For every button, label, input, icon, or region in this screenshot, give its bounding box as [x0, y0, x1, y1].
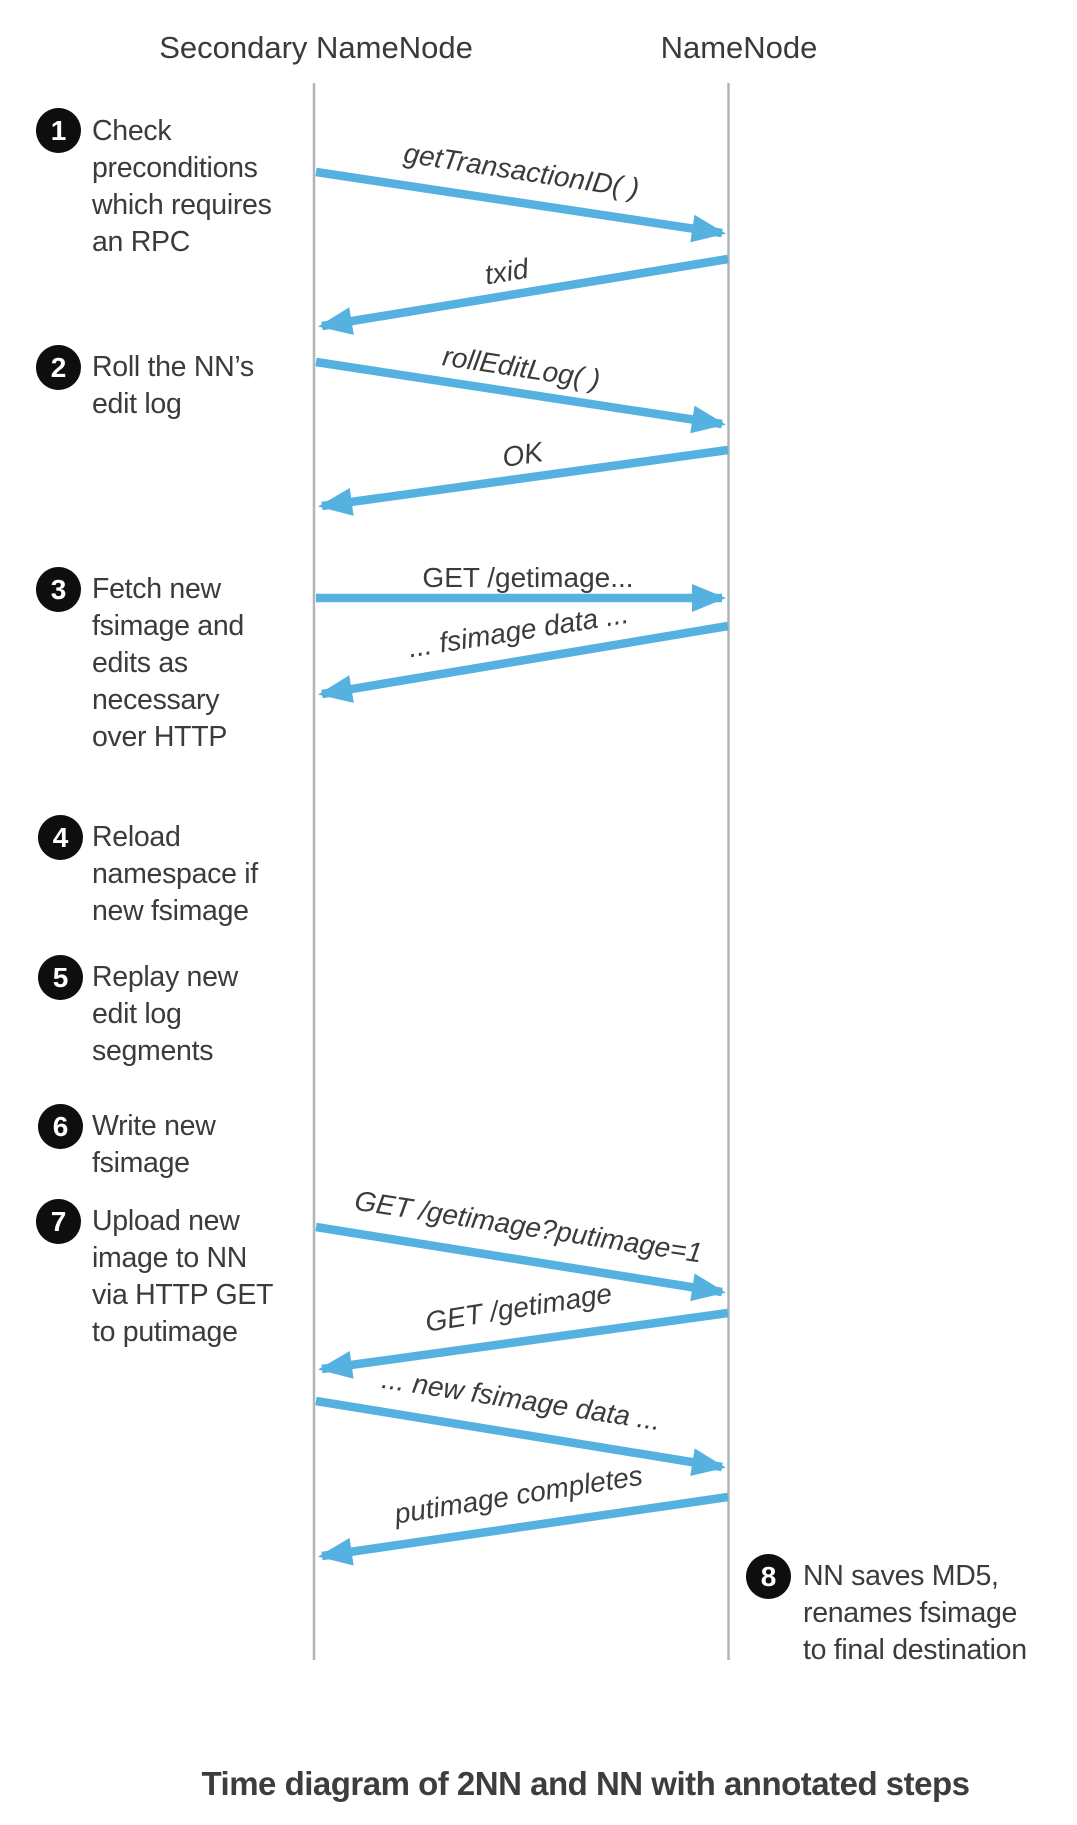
step-text-2: Roll the NN’s edit log: [92, 349, 254, 423]
step-line: Reload: [92, 821, 181, 853]
step-line: an RPC: [92, 226, 190, 258]
message-label-putimage-completes: putimage completes: [391, 1460, 644, 1530]
actor-label-namenode: NameNode: [661, 30, 818, 65]
message-arrow-txid: [318, 254, 729, 335]
message-label-new-fsimage-data: ... new fsimage data ...: [380, 1363, 663, 1436]
message-arrow-fsimage-data: [318, 621, 729, 703]
step-line: necessary: [92, 684, 220, 716]
message-arrow-ok: [318, 445, 729, 516]
step-line: Roll the NN’s: [92, 351, 254, 383]
step-line: edits as: [92, 647, 188, 679]
step-text-4: Reload namespace if new fsimage: [92, 819, 258, 930]
step-text-7: Upload new image to NN via HTTP GET to p…: [92, 1203, 273, 1351]
step-text-3: Fetch new fsimage and edits as necessary…: [92, 571, 244, 756]
message-arrow-new-fsimage-data: [315, 1396, 726, 1477]
step-line: Fetch new: [92, 573, 221, 605]
step-line: segments: [92, 1035, 214, 1067]
step-line: Check: [92, 115, 172, 147]
step-line: Write new: [92, 1110, 216, 1142]
step-line: fsimage: [92, 1147, 190, 1179]
step-line: to putimage: [92, 1316, 238, 1348]
step-line: edit log: [92, 998, 182, 1030]
step-line: over HTTP: [92, 721, 228, 753]
step-text-1: Check preconditions which requires an RP…: [92, 113, 272, 261]
message-arrow-get-getimage-2: [318, 1308, 729, 1379]
step-line: Replay new: [92, 961, 238, 993]
step-badge-7: 7: [36, 1199, 81, 1244]
message-label-get-getimage: GET /getimage...: [422, 562, 633, 593]
step-line: via HTTP GET: [92, 1279, 274, 1311]
message-label-txid: txid: [483, 253, 532, 291]
step-line: new fsimage: [92, 895, 249, 927]
step-badge-5: 5: [38, 955, 83, 1000]
step-line: to final destination: [803, 1634, 1027, 1666]
step-text-8: NN saves MD5, renames fsimage to final d…: [803, 1558, 1027, 1669]
step-line: preconditions: [92, 152, 258, 184]
message-arrow-get-putimage: [315, 1222, 726, 1302]
step-badge-8: 8: [746, 1554, 791, 1599]
actor-label-secondary-namenode: Secondary NameNode: [159, 30, 473, 65]
step-line: namespace if: [92, 858, 258, 890]
step-text-6: Write new fsimage: [92, 1108, 216, 1182]
step-badge-2: 2: [36, 345, 81, 390]
figure-caption: Time diagram of 2NN and NN with annotate…: [201, 1765, 970, 1802]
message-arrow-gettransactionid: [315, 167, 726, 243]
step-badge-1: 1: [36, 108, 81, 153]
step-line: NN saves MD5,: [803, 1560, 999, 1592]
message-arrow-putimage-completes: [318, 1492, 729, 1566]
step-badge-4: 4: [38, 815, 83, 860]
step-line: renames fsimage: [803, 1597, 1018, 1629]
message-label-fsimage-data: ... fsimage data ...: [406, 598, 631, 663]
step-badge-6: 6: [38, 1104, 83, 1149]
step-line: image to NN: [92, 1242, 248, 1274]
step-badge-3: 3: [36, 567, 81, 612]
step-line: fsimage and: [92, 610, 244, 642]
message-label-ok: OK: [500, 436, 546, 473]
message-label-get-putimage: GET /getimage?putimage=1: [353, 1185, 705, 1269]
step-text-5: Replay new edit log segments: [92, 959, 238, 1070]
step-line: Upload new: [92, 1205, 240, 1237]
message-arrow-rolleditlog: [315, 357, 726, 434]
step-line: edit log: [92, 388, 182, 420]
step-line: which requires: [92, 189, 272, 221]
